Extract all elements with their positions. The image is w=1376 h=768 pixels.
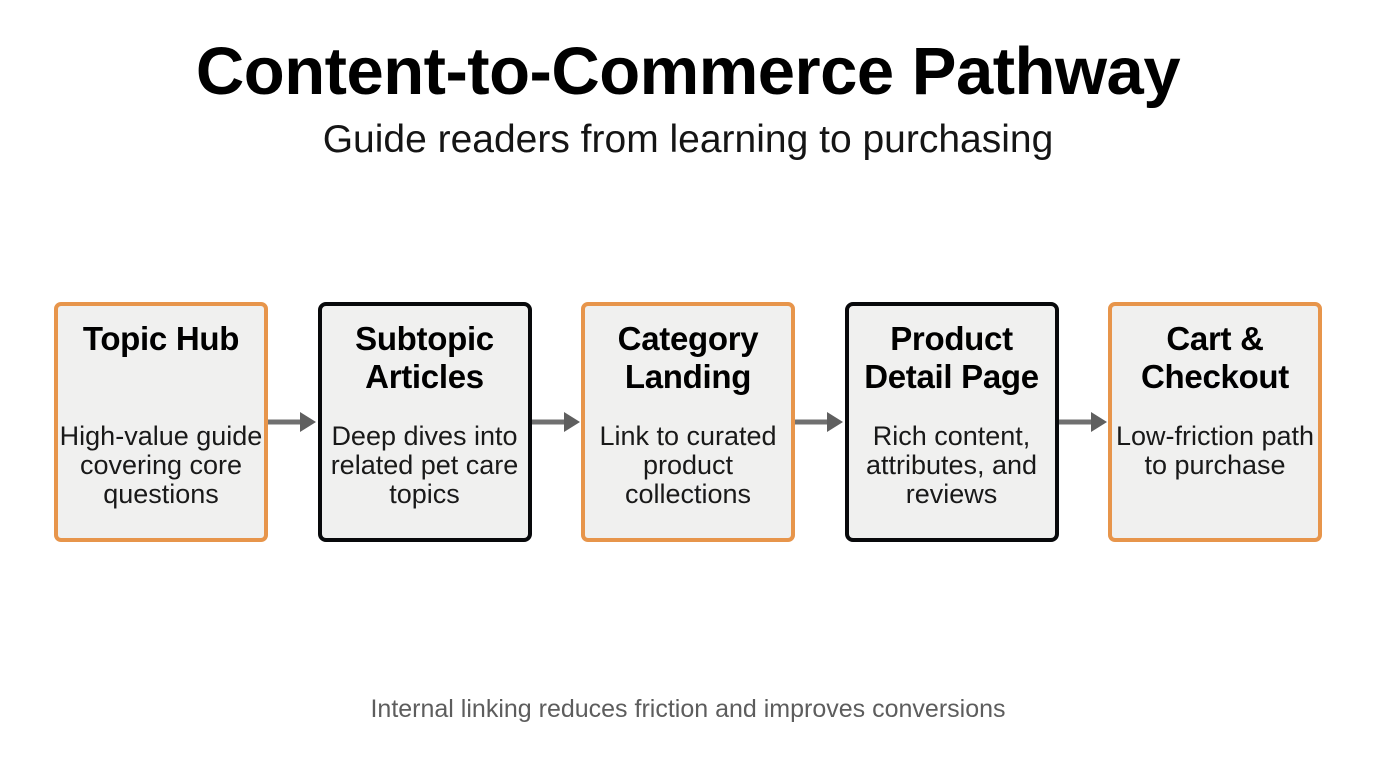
flow-connector-1 xyxy=(268,302,317,542)
flow-node-subtopic-articles[interactable]: Subtopic Articles Deep dives into relate… xyxy=(317,302,532,542)
flow-diagram: Topic Hub High-value guide covering core… xyxy=(54,302,1322,542)
flow-connector-2 xyxy=(531,302,581,542)
page-title: Content-to-Commerce Pathway xyxy=(195,34,1181,109)
flow-node-title: Product Detail Page xyxy=(864,320,1039,396)
flow-node-topic-hub[interactable]: Topic Hub High-value guide covering core… xyxy=(54,302,268,542)
page-subtitle: Guide readers from learning to purchasin… xyxy=(322,118,1054,162)
flow-node-description: Deep dives into related pet care topics xyxy=(330,421,519,509)
flow-node-title: Topic Hub xyxy=(82,320,240,357)
flow-node-title: Category Landing xyxy=(617,320,759,396)
flow-node-cart-and-checkout[interactable]: Cart & Checkout Low-friction path to pur… xyxy=(1108,302,1322,542)
flow-connector-4 xyxy=(1058,302,1108,542)
flow-connector-3 xyxy=(795,302,844,542)
arrow-right-icon xyxy=(531,409,581,435)
arrow-right-icon xyxy=(268,409,317,435)
flow-node-description: High-value guide covering core questions xyxy=(59,421,263,509)
flow-node-description: Rich content, attributes, and reviews xyxy=(865,421,1038,509)
diagram-header: Content-to-Commerce Pathway Guide reader… xyxy=(0,0,1376,163)
flow-node-description: Link to curated product collections xyxy=(599,421,777,509)
flow-node-product-detail-page[interactable]: Product Detail Page Rich content, attrib… xyxy=(844,302,1059,542)
arrow-right-icon xyxy=(795,409,844,435)
arrow-right-icon xyxy=(1058,409,1108,435)
footer-caption: Internal linking reduces friction and im… xyxy=(370,695,1006,723)
flow-node-description: Low-friction path to purchase xyxy=(1115,421,1315,480)
flow-node-category-landing[interactable]: Category Landing Link to curated product… xyxy=(581,302,795,542)
flow-node-title: Subtopic Articles xyxy=(355,320,494,396)
flow-node-title: Cart & Checkout xyxy=(1141,320,1289,396)
